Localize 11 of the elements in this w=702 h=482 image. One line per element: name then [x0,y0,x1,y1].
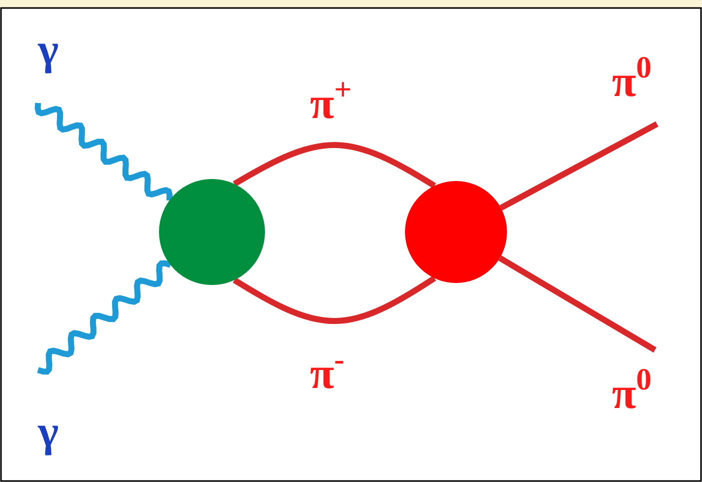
wavy-line [34,102,173,201]
particle-line [232,276,436,324]
vertex-blob [159,179,265,285]
particle-line [500,121,658,210]
wavy-line [37,260,172,375]
particle-label: γ [38,28,59,72]
vertex-blob [405,181,507,283]
particle-label: π$^{+}$ [310,82,352,126]
particle-line [498,255,657,353]
particle-label: γ [38,410,59,454]
particle-label: π$^{-}$ [310,352,344,396]
